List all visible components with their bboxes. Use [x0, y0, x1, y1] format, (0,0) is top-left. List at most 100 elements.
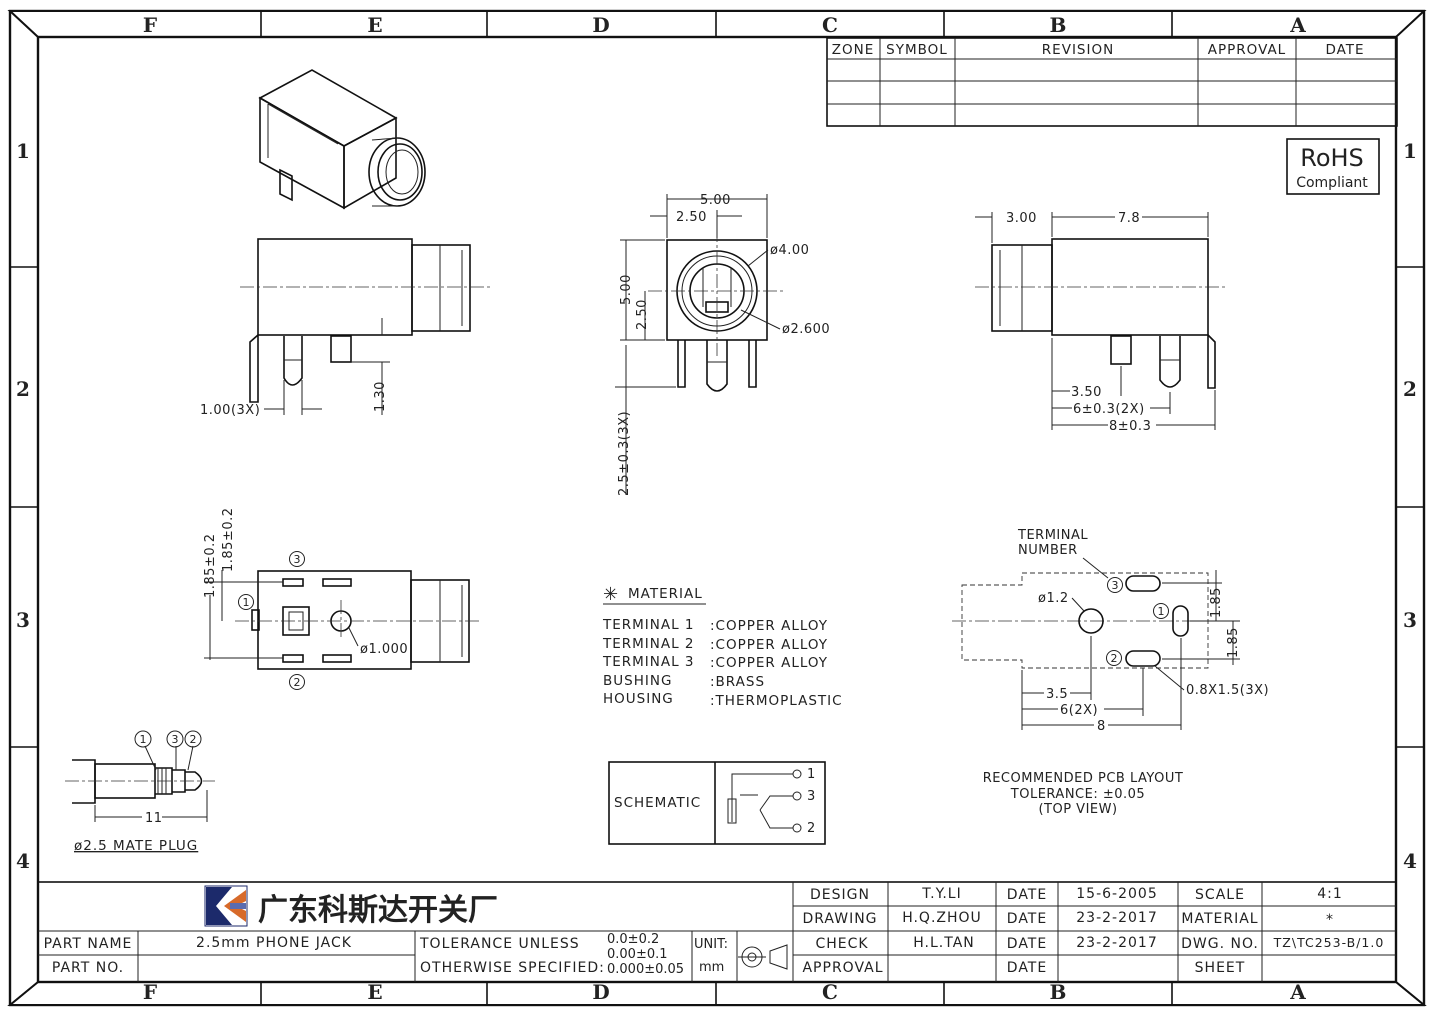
- scale-label: SCALE: [1195, 887, 1245, 903]
- material-part-2: TERMINAL 2: [602, 636, 695, 652]
- rev-header-approval: APPROVAL: [1208, 42, 1286, 58]
- front-inner-dia-dim: ø2.600: [782, 322, 830, 337]
- material-asterisk: ✳: [603, 584, 618, 605]
- check-date: 23-2-2017: [1076, 935, 1157, 951]
- plug-length-dim: 11: [145, 811, 163, 826]
- pcb-note-line-2: TOLERANCE: ±0.05: [1010, 787, 1145, 802]
- sheet-label: SHEET: [1195, 960, 1246, 976]
- approval-date-label: DATE: [1007, 960, 1047, 976]
- title-block: 广东科斯达开关厂 PART NAME 2.5mm PHONE JACK PART…: [37, 881, 1397, 983]
- tolerance-value-2: 0.00±0.1: [607, 947, 668, 962]
- drawing-date-label: DATE: [1007, 911, 1047, 927]
- drawing-date: 23-2-2017: [1076, 910, 1157, 926]
- plug-terminal-3: 3: [172, 733, 179, 746]
- pcb-note: RECOMMENDED PCB LAYOUT TOLERANCE: ±0.05 …: [983, 771, 1184, 817]
- material-part-5: HOUSING: [603, 691, 674, 707]
- front-view: 5.00 2.50 5.00 2.50 2.5±0.3(3X) ø4.00 ø2…: [615, 193, 830, 496]
- pcb-hole-dim: ø1.2: [1038, 591, 1069, 606]
- right-body-dim: 7.8: [1118, 211, 1140, 226]
- right-dim-c: 8±0.3: [1109, 419, 1151, 434]
- pcb-note-line-1: RECOMMENDED PCB LAYOUT: [983, 771, 1184, 786]
- material-part-4: BUSHING: [603, 673, 672, 689]
- design-label: DESIGN: [810, 887, 870, 903]
- pcb-slot-dim: 0.8X1.5(3X): [1186, 683, 1269, 698]
- pcb-layout: TERMINAL NUMBER 3 1 2 ø1.2 1.85 1.85 3.5…: [952, 528, 1269, 734]
- drawing-by: H.Q.ZHOU: [902, 910, 982, 926]
- frame: F E D C B A F E D C B A 1 2 3 4 1 2 3 4: [7, 9, 1427, 1007]
- material-value-1: :COPPER ALLOY: [710, 618, 828, 634]
- zone-row-2: 2: [16, 377, 30, 401]
- left-side-view: 1.30 1.00(3X): [200, 238, 490, 418]
- pcb-terminal-1: 1: [1158, 605, 1165, 618]
- zone-row-1: 1: [16, 139, 30, 163]
- check-label: CHECK: [815, 936, 868, 952]
- part-name-value: 2.5mm PHONE JACK: [196, 935, 352, 951]
- right-side-view: 3.00 7.8 3.50 6±0.3(2X) 8±0.3: [975, 211, 1225, 434]
- schematic-box: SCHEMATIC 1 3 2: [608, 761, 826, 845]
- zone-col-c-bottom: C: [822, 980, 838, 1004]
- dwg-no-label: DWG. NO.: [1181, 936, 1259, 952]
- part-no-label: PART NO.: [52, 960, 124, 976]
- material-value-3: :COPPER ALLOY: [710, 655, 828, 671]
- pcb-terminal-label-1: TERMINAL: [1017, 528, 1088, 543]
- isometric-view: [258, 69, 426, 210]
- pcb-h-dim-3: 8: [1097, 719, 1106, 734]
- material-value-5: :THERMOPLASTIC: [710, 693, 843, 709]
- design-by: T.Y.LI: [921, 886, 961, 902]
- check-by: H.L.TAN: [913, 935, 975, 951]
- pcb-v-dim-2: 1.85: [1226, 627, 1241, 658]
- rohs-text: RoHS: [1300, 144, 1364, 172]
- zone-row-4: 4: [16, 849, 30, 873]
- front-height-dim: 5.00: [619, 274, 634, 305]
- zone-row-3-right: 3: [1403, 608, 1417, 632]
- front-half-height-dim: 2.50: [635, 299, 650, 330]
- pcb-h-dim-2: 6(2X): [1060, 703, 1098, 718]
- rohs-compliant-text: Compliant: [1296, 175, 1368, 191]
- material-title: MATERIAL: [628, 586, 703, 602]
- right-dim-b: 6±0.3(2X): [1073, 402, 1145, 417]
- tolerance-value-1: 0.0±0.2: [607, 932, 659, 947]
- rev-header-zone: ZONE: [832, 42, 875, 58]
- pcb-terminal-3: 3: [1112, 579, 1119, 592]
- revision-table: ZONE SYMBOL REVISION APPROVAL DATE: [826, 37, 1398, 127]
- scale-value: 4:1: [1317, 886, 1343, 902]
- zone-col-e-bottom: E: [367, 980, 382, 1004]
- bottom-view: 1.85±0.2 1.85±0.2 ø1.000 3 1 2: [203, 507, 480, 690]
- rev-header-date: DATE: [1325, 42, 1364, 58]
- bottom-dim-1: 1.85±0.2: [203, 533, 218, 598]
- unit-label: UNIT:: [694, 937, 728, 952]
- pcb-note-line-3: (TOP VIEW): [1038, 802, 1117, 817]
- company-name: 广东科斯达开关厂: [258, 893, 498, 928]
- design-date: 15-6-2005: [1076, 886, 1157, 902]
- check-date-label: DATE: [1007, 936, 1047, 952]
- design-date-label: DATE: [1007, 887, 1047, 903]
- rev-header-symbol: SYMBOL: [886, 42, 948, 58]
- bottom-terminal-3: 3: [294, 553, 301, 566]
- material-label: MATERIAL: [1181, 911, 1258, 927]
- bottom-hole-dim: ø1.000: [360, 642, 408, 657]
- zone-col-a: A: [1289, 13, 1306, 37]
- left-pin-height-dim: 1.30: [373, 381, 388, 412]
- pcb-v-dim-1: 1.85: [1209, 587, 1224, 618]
- schematic-pin-3: 3: [807, 789, 815, 804]
- rev-header-revision: REVISION: [1042, 42, 1114, 58]
- material-value-4: :BRASS: [710, 674, 765, 690]
- front-outer-dia-dim: ø4.00: [770, 243, 809, 258]
- material-part-1: TERMINAL 1: [602, 617, 695, 633]
- material-part-3: TERMINAL 3: [602, 654, 695, 670]
- zone-col-f: F: [143, 13, 157, 37]
- right-dim-a: 3.50: [1071, 385, 1102, 400]
- zone-row-3: 3: [16, 608, 30, 632]
- schematic-label: SCHEMATIC: [614, 795, 701, 811]
- tolerance-line-2: OTHERWISE SPECIFIED:: [420, 960, 605, 976]
- drawing-label: DRAWING: [802, 911, 877, 927]
- material-value-2: :COPPER ALLOY: [710, 637, 828, 653]
- zone-col-e: E: [367, 13, 382, 37]
- projection-symbol-icon: [738, 944, 788, 970]
- unit-value: mm: [699, 960, 724, 975]
- zone-row-1-right: 1: [1403, 139, 1417, 163]
- bottom-terminal-1: 1: [243, 596, 250, 609]
- zone-col-a-bottom: A: [1289, 980, 1306, 1004]
- plug-terminal-2: 2: [190, 733, 197, 746]
